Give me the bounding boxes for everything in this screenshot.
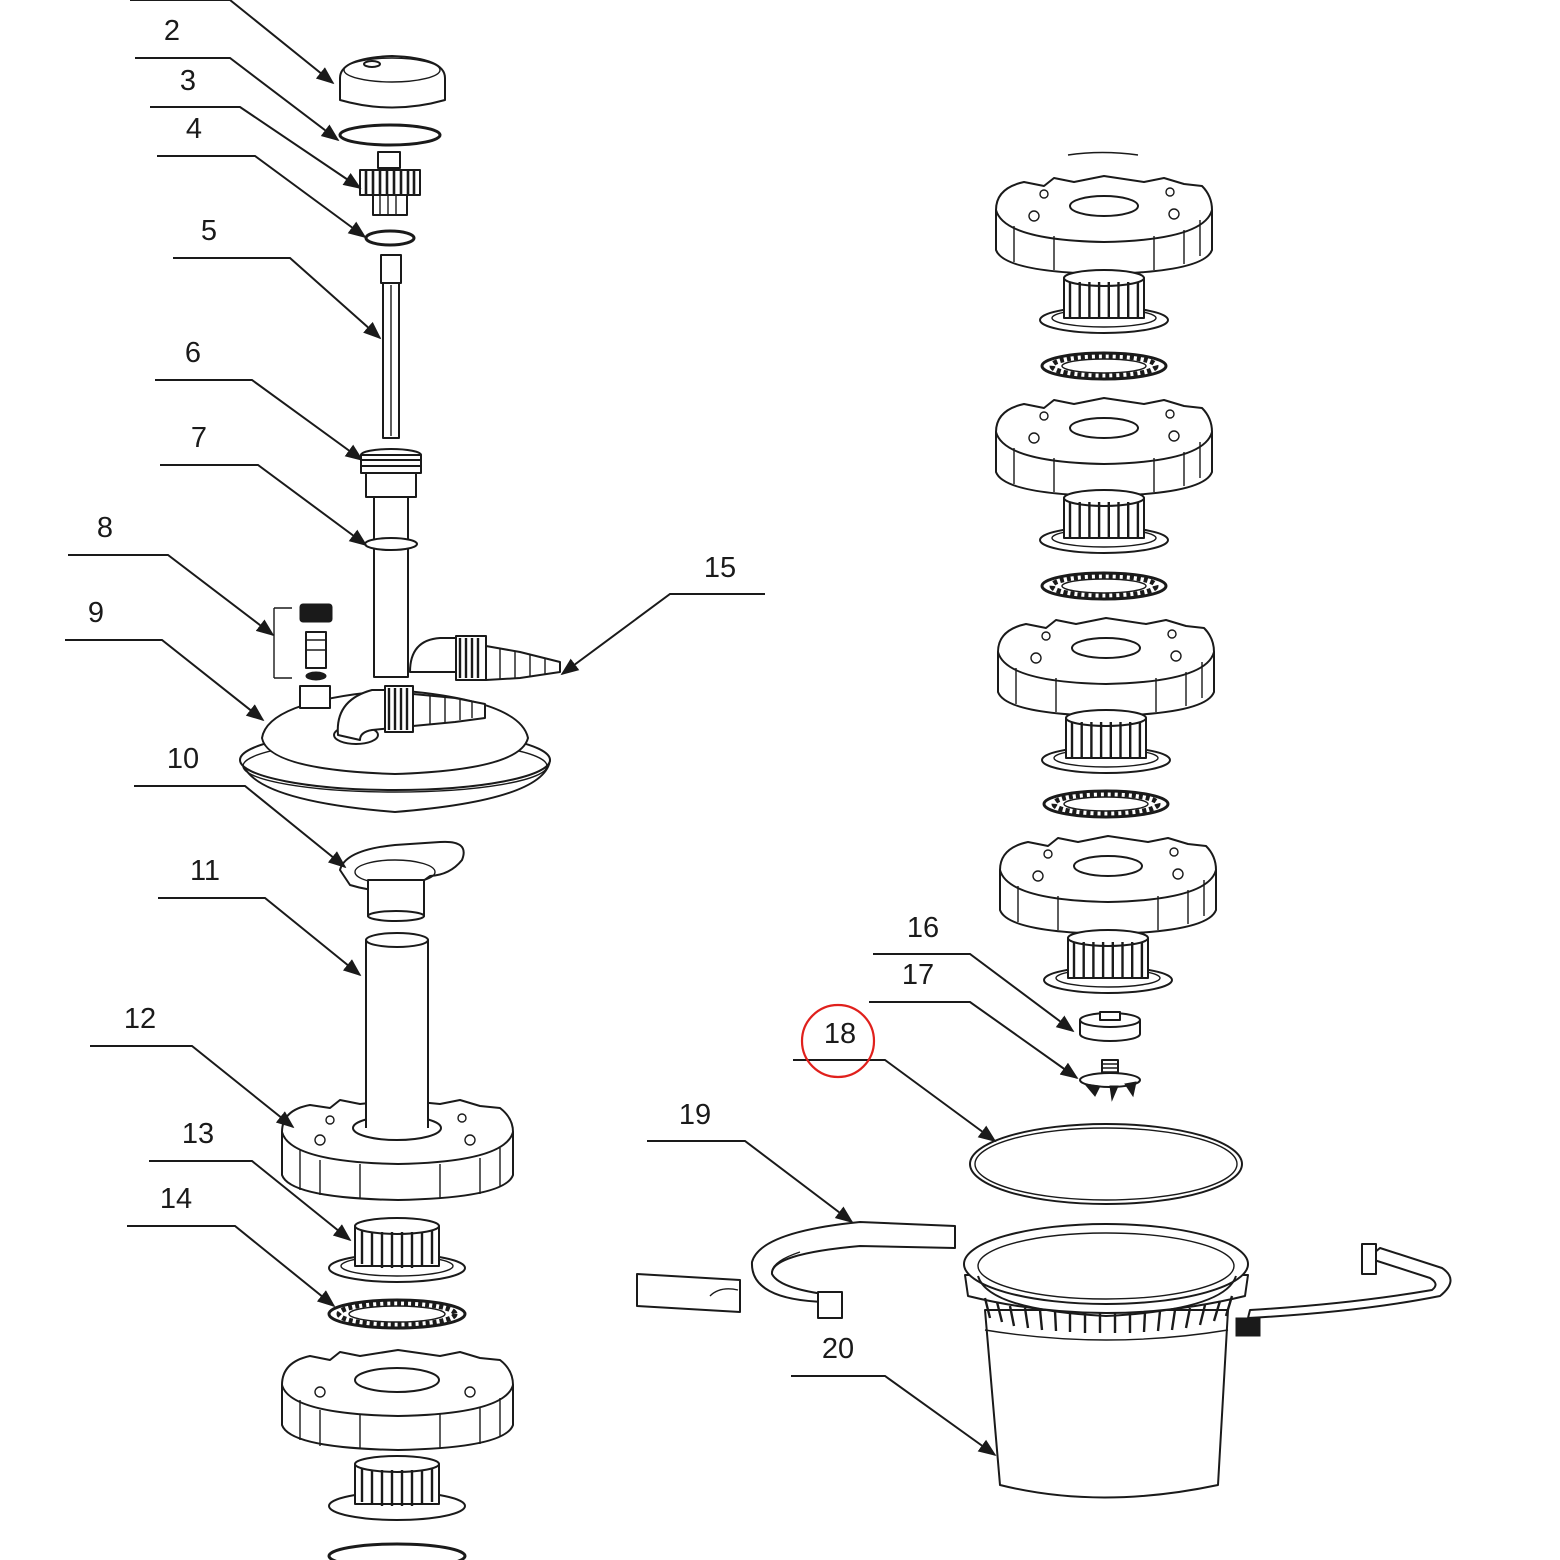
highlight-circle [800,1003,876,1079]
part-number-label: 6 [185,337,201,369]
part-number-label: 20 [822,1333,854,1365]
part-number-label: 12 [124,1003,156,1035]
impeller-17 [1079,1059,1141,1102]
leader-line [155,379,364,462]
part-number-label: 10 [167,743,199,775]
part-number-label: 11 [190,855,220,887]
cage-13 [328,1217,466,1283]
part-number-label: 4 [186,113,202,145]
container-20 [963,1223,1249,1499]
leader-line [134,785,347,869]
leader-line [65,639,265,722]
fittings-8 [273,603,333,681]
top-cap [339,55,446,109]
coupling-6 [360,448,422,498]
filter-disc [995,175,1213,275]
filter-disc-12 [281,1070,514,1201]
leader-line [135,57,340,142]
funnel-10 [339,840,465,922]
leader-line [173,257,382,340]
leader-line [127,1225,336,1308]
nut-16 [1079,1011,1141,1042]
right-stack [995,151,1217,994]
leader-line [157,155,367,239]
part-number-label: 17 [902,959,934,991]
lid-9 [239,635,561,813]
part-number-label: 8 [97,512,113,544]
leader-line [149,1160,352,1242]
leader-line [560,593,765,676]
clamp-right [1235,1243,1452,1337]
leader-lines [65,0,1079,1457]
bearing-ring-14 [327,1298,467,1330]
part-number-label: 16 [907,912,939,944]
leader-line [869,1001,1079,1080]
part-number-label: 15 [704,552,736,584]
cage [1039,489,1169,554]
bearing-ring [1040,571,1168,601]
filter-disc-lower [281,1349,514,1451]
part-number-label: 3 [180,65,196,97]
clamp-19 [636,1221,956,1319]
leader-line [150,106,362,190]
filter-disc [997,617,1215,717]
bearing-ring [1042,789,1170,819]
leader-line [791,1375,997,1457]
part-number-label: 19 [679,1099,711,1131]
cage-lower [327,1455,467,1560]
bearing-ring [1040,351,1168,381]
part-number-label: 7 [191,422,207,454]
ring-4 [364,229,416,247]
leader-line [160,464,368,547]
filter-disc [995,397,1213,497]
part-number-label: 2 [164,15,180,47]
o-ring-18 [969,1123,1243,1205]
part-number-label: 14 [160,1183,192,1215]
part-number-label: 18 [824,1018,856,1050]
tube-7 [364,496,418,678]
leader-line [793,1059,997,1143]
leader-line [158,897,362,977]
rod-5 [380,254,402,439]
leader-line [68,554,275,637]
filter-disc [999,835,1217,935]
part-number-label: 13 [182,1118,214,1150]
leader-line [90,1045,295,1129]
leader-line [873,953,1075,1033]
o-ring-2 [338,123,442,147]
part-number-label: 9 [88,597,104,629]
cage [1039,269,1169,334]
leader-line [130,0,335,85]
cage [1043,929,1173,994]
part-number-label: 5 [201,215,217,247]
cage [1041,709,1171,774]
left-assembly [239,55,561,1560]
label-layer: 23 4 5 6 7 8 9 10 11 12 13 14 15 16 17 18 19 20 [88,15,939,1365]
leader-line [647,1140,854,1224]
knob-3 [359,151,421,216]
